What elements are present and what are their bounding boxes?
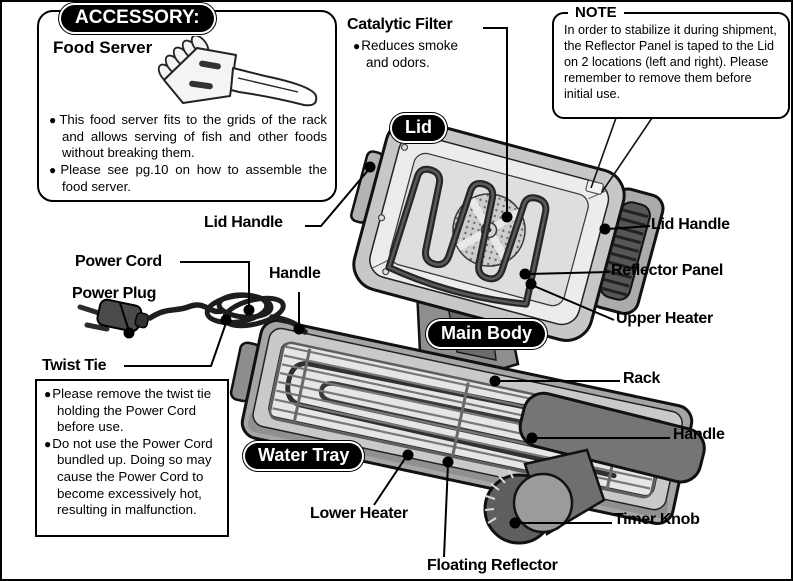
catalytic-filter-description-text: Reduces smoke and odors. <box>361 38 459 70</box>
leader-catalytic-filter <box>483 27 508 215</box>
leader-lower-heater <box>373 456 407 506</box>
label-floating-reflector: Floating Reflector <box>427 557 558 574</box>
warning-bullet: Please remove the twist tie holding the … <box>44 386 220 436</box>
leader-lid-handle-left <box>305 167 371 227</box>
accessory-bullet-list: This food server fits to the grids of th… <box>49 112 327 195</box>
label-handle-left: Handle <box>269 265 321 282</box>
accessory-bullet-text: This food server fits to the grids of th… <box>59 112 327 161</box>
note-box: NOTE In order to stabilize it during shi… <box>552 4 790 119</box>
leader-reflector-panel <box>527 271 610 275</box>
leader-upper-heater <box>533 285 615 321</box>
label-lid-handle-right: Lid Handle <box>651 216 730 233</box>
note-title: NOTE <box>568 4 624 21</box>
label-timer-knob: Timer Knob <box>614 511 700 528</box>
label-reflector-panel: Reflector Panel <box>611 262 723 279</box>
label-handle-right: Handle <box>673 426 725 443</box>
label-lower-heater: Lower Heater <box>310 505 408 522</box>
accessory-bullet-text: Please see pg.10 on how to assemble the … <box>60 161 327 194</box>
warning-bullet: Do not use the Power Cord bundled up. Do… <box>44 436 220 519</box>
accessory-bullet: Please see pg.10 on how to assemble the … <box>49 162 327 195</box>
label-lid-handle-left: Lid Handle <box>204 214 283 231</box>
pill-water-tray: Water Tray <box>245 443 363 469</box>
food-server-title: Food Server <box>53 38 153 57</box>
tape-tab <box>585 179 604 195</box>
accessory-box: ACCESSORY: Food Server This food server … <box>37 5 337 202</box>
accessory-bullet: This food server fits to the grids of th… <box>49 112 327 162</box>
leader-dots <box>123 161 611 529</box>
note-tail <box>590 117 653 193</box>
pill-main-body: Main Body <box>428 321 546 347</box>
label-power-plug: Power Plug <box>72 285 157 302</box>
twist-tie-warning-box: Please remove the twist tie holding the … <box>35 379 229 537</box>
lid-assembly <box>350 118 665 342</box>
leader-lid-handle-right <box>607 225 651 230</box>
label-twist-tie: Twist Tie <box>42 357 107 374</box>
leader-power-plug <box>119 302 130 332</box>
pill-lid: Lid <box>392 115 445 141</box>
leader-power-cord <box>180 261 250 307</box>
leader-lines <box>119 27 670 558</box>
label-upper-heater: Upper Heater <box>616 310 713 327</box>
note-body: In order to stabilize it during shipment… <box>564 23 777 102</box>
leader-floating-reflector <box>443 463 449 558</box>
label-catalytic-filter: Catalytic Filter <box>347 16 453 33</box>
warning-bullet-text: Do not use the Power Cord bundled up. Do… <box>52 435 213 518</box>
warning-bullet-text: Please remove the twist tie holding the … <box>52 386 212 435</box>
upper-heater-element <box>385 165 550 308</box>
timer-knob-part <box>483 469 574 545</box>
catalytic-filter-description: Reduces smoke and odors. <box>353 38 482 72</box>
label-power-cord: Power Cord <box>75 253 162 270</box>
accessory-pill: ACCESSORY: <box>61 5 214 32</box>
label-rack: Rack <box>623 370 661 387</box>
leader-twist-tie <box>124 322 227 367</box>
food-server-illustration <box>157 36 318 107</box>
